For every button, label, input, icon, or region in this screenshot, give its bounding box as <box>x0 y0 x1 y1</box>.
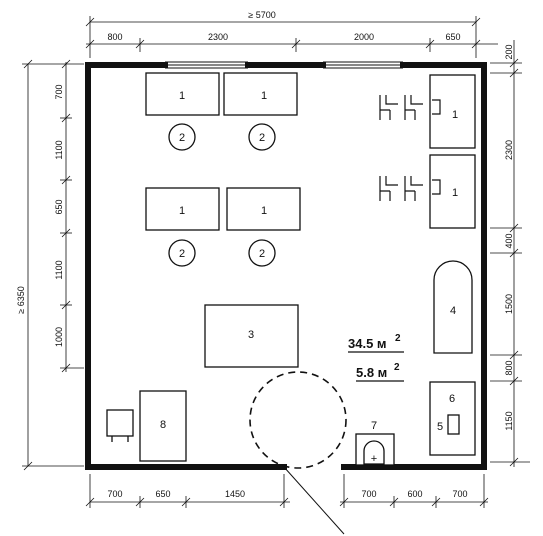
dim-right-seg-4: 1500 <box>504 294 514 314</box>
dim-left-seg-4: 1100 <box>54 260 64 279</box>
door-leaf <box>283 466 345 535</box>
item-7-sink <box>363 440 385 465</box>
desk-4 <box>226 187 301 231</box>
dim-top-overall: ≥ 5700 <box>248 10 275 20</box>
area-total-exp: 2 <box>395 333 401 344</box>
window-left <box>165 61 248 69</box>
desk-1 <box>145 72 220 116</box>
dim-left-seg-3: 650 <box>54 199 64 214</box>
dim-right-seg-3: 400 <box>504 233 514 248</box>
dim-top-seg-2: 2300 <box>208 32 228 42</box>
dim-bottom-right-3: 700 <box>452 489 467 499</box>
window-right <box>323 61 403 69</box>
side-desk-2 <box>429 154 476 229</box>
label-item-4: 4 <box>450 305 456 317</box>
label-chair-2: 2 <box>259 132 265 144</box>
door <box>249 371 347 535</box>
label-chair-1: 2 <box>179 132 185 144</box>
furniture <box>106 72 476 466</box>
label-desk-3: 1 <box>179 205 185 217</box>
label-sink-cross: + <box>371 453 377 465</box>
area-total: 34.5 м <box>348 336 387 351</box>
label-table-3: 3 <box>248 329 254 341</box>
side-chairs <box>379 95 441 201</box>
label-item-7: 7 <box>371 420 377 432</box>
dim-right-seg-2: 2300 <box>504 140 514 160</box>
desk-2 <box>223 72 298 116</box>
item-4-cabinet <box>433 260 473 354</box>
dimension-lines <box>22 16 530 508</box>
label-desk-2: 1 <box>261 90 267 102</box>
chair-2 <box>248 123 276 151</box>
label-side-desk-1: 1 <box>452 109 458 121</box>
dim-top-seg-1: 800 <box>107 32 122 42</box>
chair-3 <box>168 239 196 267</box>
area-small: 5.8 м <box>356 365 387 380</box>
dim-bottom-left-2: 650 <box>155 489 170 499</box>
dim-bottom-left-1: 700 <box>107 489 122 499</box>
label-chair-4: 2 <box>259 248 265 260</box>
windows <box>165 61 403 69</box>
furniture-labels: 1 1 2 2 1 1 2 2 3 1 1 4 6 5 7 + 8 <box>160 90 458 465</box>
dim-bottom-left-3: 1450 <box>225 489 245 499</box>
side-chair-1 <box>379 95 398 120</box>
label-desk-1: 1 <box>179 90 185 102</box>
dim-left-seg-2: 1100 <box>54 140 64 159</box>
dimension-texts: ≥ 5700 800 2300 2000 650 700 650 1450 70… <box>16 10 514 499</box>
dim-left-overall: ≥ 6350 <box>16 286 26 313</box>
walls <box>85 62 487 470</box>
side-chair-2 <box>404 95 423 120</box>
dim-left-seg-5: 1000 <box>54 327 64 347</box>
side-desk-1 <box>429 74 476 149</box>
dim-bottom-right-2: 600 <box>407 489 422 499</box>
dim-bottom-right-1: 700 <box>361 489 376 499</box>
label-item-8: 8 <box>160 419 166 431</box>
desk-3 <box>145 187 220 231</box>
chair-4 <box>248 239 276 267</box>
chair-1 <box>168 123 196 151</box>
item-8-chair <box>106 409 134 437</box>
item-5-basin <box>447 414 460 435</box>
label-side-desk-2: 1 <box>452 187 458 199</box>
dim-right-seg-1: 200 <box>504 44 514 59</box>
dim-left-seg-1: 700 <box>54 84 64 99</box>
label-chair-3: 2 <box>179 248 185 260</box>
dim-right-seg-6: 1150 <box>504 411 514 430</box>
door-swing-arc <box>249 371 347 469</box>
area-texts: 34.5 м 2 5.8 м 2 <box>348 333 404 382</box>
item-8-cabinet <box>139 390 187 462</box>
label-desk-4: 1 <box>261 205 267 217</box>
label-item-6: 6 <box>449 393 455 405</box>
side-chair-3 <box>379 176 398 201</box>
dim-top-seg-4: 650 <box>445 32 460 42</box>
side-chair-4 <box>404 176 423 201</box>
dim-right-seg-5: 800 <box>504 360 514 375</box>
area-small-exp: 2 <box>394 362 400 373</box>
label-item-5: 5 <box>437 421 443 433</box>
table-3 <box>204 304 299 368</box>
dim-top-seg-3: 2000 <box>354 32 374 42</box>
